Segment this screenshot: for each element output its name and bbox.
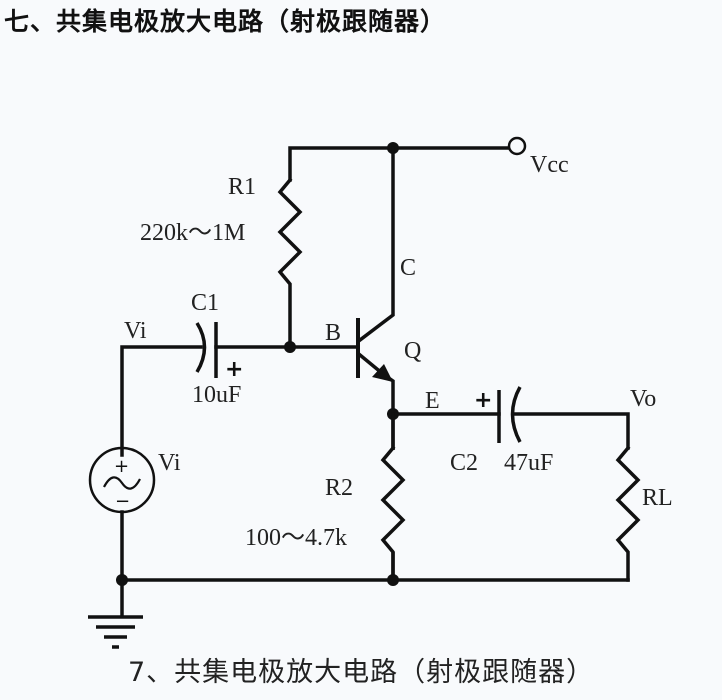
source-minus: − (115, 491, 130, 512)
c1-polarity: + (225, 357, 243, 382)
collector-label: C (400, 255, 416, 281)
output-wire (513, 412, 630, 450)
transistor-label: Q (404, 338, 421, 364)
c2-polarity: + (474, 388, 492, 413)
r2-value: 100～4.7k (245, 525, 347, 551)
vcc-terminal (507, 136, 527, 156)
r1-value: 220k～1M (140, 220, 245, 246)
supply-rail-wire (288, 146, 511, 182)
c2-curved-plate (510, 386, 522, 443)
c2-label: C2 (450, 450, 478, 476)
base-label: B (325, 320, 341, 346)
rl-label: RL (642, 485, 673, 511)
vi-source-label: Vi (158, 450, 181, 476)
c1-curved-plate (195, 322, 207, 373)
r1-label: R1 (228, 174, 256, 200)
source-plus: + (114, 456, 129, 477)
emitter-label: E (425, 388, 440, 414)
vi-node-label: Vi (124, 318, 147, 344)
collector-wire (357, 146, 395, 343)
base-node (284, 341, 296, 353)
input-wire (120, 345, 203, 457)
r2-zigzag (380, 445, 406, 582)
c1-value: 10uF (192, 382, 241, 408)
r1-resistor (277, 177, 303, 349)
vo-label: Vo (630, 386, 656, 412)
page-title: 七、共集电极放大电路（射极跟随器） (4, 7, 447, 36)
vcc-label: Vcc (530, 152, 569, 178)
r2-label: R2 (325, 475, 353, 501)
ground-icon (88, 580, 143, 649)
sine-wave-icon (103, 476, 141, 490)
rl-resistor (615, 445, 641, 582)
emitter-arrow-icon (372, 364, 393, 382)
c1-label: C1 (191, 290, 219, 316)
c2-value: 47uF (504, 450, 553, 476)
figure-caption: 7、共集电极放大电路（射极跟随器） (128, 657, 595, 688)
ground-node-right (387, 574, 399, 586)
